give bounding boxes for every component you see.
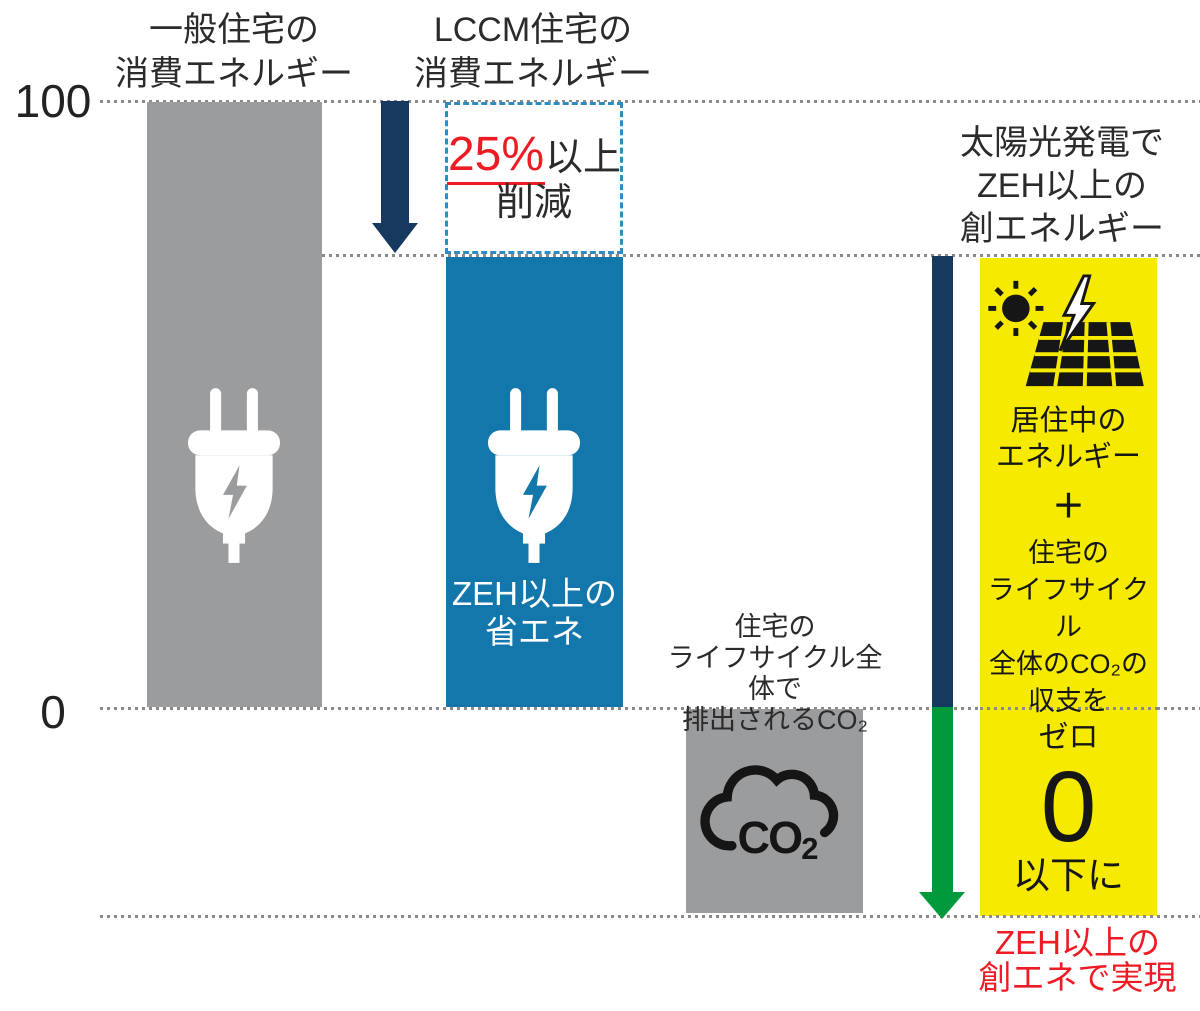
- lccm-bar-label-line1: ZEH以上の: [452, 575, 617, 612]
- plus-sign: ＋: [1052, 488, 1085, 524]
- reduction-dashed-box: 25%以上 削減: [445, 102, 623, 254]
- zero-suffix-label: 以下に: [1013, 855, 1124, 896]
- down-arrow-icon: [372, 101, 418, 253]
- gridline-75: [322, 254, 1200, 257]
- gridline-bottom: [100, 915, 1200, 918]
- bottom-red-caption: ZEH以上の 創エネで実現: [955, 925, 1200, 995]
- header-solar-line3: 創エネルギー: [960, 210, 1164, 248]
- reduction-line1: 25%以上: [446, 127, 622, 185]
- solar-body-line6: 収支を: [1028, 686, 1109, 716]
- sun-and-solar-panel-icon: [988, 274, 1144, 387]
- caption-line2: 創エネで実現: [978, 959, 1177, 996]
- header-general-house: 一般住宅の 消費エネルギー: [94, 8, 374, 96]
- down-arrow-navy-green-icon: [919, 256, 965, 919]
- gridline-0: [100, 707, 1200, 710]
- co2-cloud-icon: CO2: [700, 765, 839, 866]
- zero-digit: 0: [1040, 751, 1097, 863]
- y-axis-label-100: 100: [14, 75, 92, 127]
- header-solar-generation: 太陽光発電で ZEH以上の 創エネルギー: [942, 122, 1182, 251]
- header-solar-line2: ZEH以上の: [977, 167, 1147, 205]
- solar-zero-section: ゼロ 0 以下に: [980, 712, 1157, 896]
- solar-body-line2: エネルギー: [995, 441, 1141, 473]
- header-solar-line1: 太陽光発電で: [960, 124, 1164, 162]
- gridline-0-over-solar-bar: [980, 707, 1157, 710]
- co2-label-line2: ライフサイクル全体で: [667, 643, 883, 704]
- header-general-line2: 消費エネルギー: [115, 55, 353, 93]
- reduction-line2: 削減: [495, 181, 572, 224]
- solar-body-line4: ライフサイクル: [987, 575, 1150, 642]
- zero-kana-label: ゼロ: [1038, 721, 1099, 754]
- solar-body-line1: 居住中の: [1010, 405, 1127, 437]
- gridline-100: [100, 100, 1200, 103]
- header-general-line1: 一般住宅の: [149, 11, 319, 49]
- svg-text:CO2: CO2: [738, 812, 818, 866]
- co2-label-line3: 排出されるCO₂: [682, 705, 868, 735]
- reduction-percent-suffix: 以上: [545, 136, 622, 179]
- header-lccm-line2: 消費エネルギー: [414, 55, 652, 93]
- solar-bar-content: 居住中の エネルギー ＋ 住宅の ライフサイクル 全体のCO₂の 収支を: [980, 258, 1157, 720]
- lightning-bolt-icon: [522, 465, 547, 519]
- power-plug-icon: [488, 388, 580, 563]
- co2-icon-subscript: 2: [801, 831, 817, 866]
- lightning-bolt-icon: [1058, 274, 1097, 352]
- header-lccm-house: LCCM住宅の 消費エネルギー: [393, 8, 673, 96]
- power-plug-icon: [188, 388, 280, 563]
- solar-body-line5: 全体のCO₂の: [989, 649, 1148, 679]
- lccm-bar-label-line2: 省エネ: [485, 613, 584, 650]
- co2-box-label: 住宅の ライフサイクル全体で 排出されるCO₂: [655, 612, 895, 736]
- solar-body-line3: 住宅の: [1028, 538, 1109, 568]
- reduction-percent: 25%: [446, 127, 546, 185]
- y-axis-label-0: 0: [40, 686, 66, 738]
- lightning-bolt-icon: [222, 465, 247, 519]
- caption-line1: ZEH以上の: [995, 924, 1160, 961]
- header-lccm-line1: LCCM住宅の: [433, 11, 633, 49]
- co2-icon-text: CO: [738, 812, 803, 863]
- co2-label-line1: 住宅の: [734, 612, 816, 642]
- lccm-bar-label: ZEH以上の 省エネ: [446, 575, 623, 651]
- bar-general-house-energy: [147, 102, 322, 707]
